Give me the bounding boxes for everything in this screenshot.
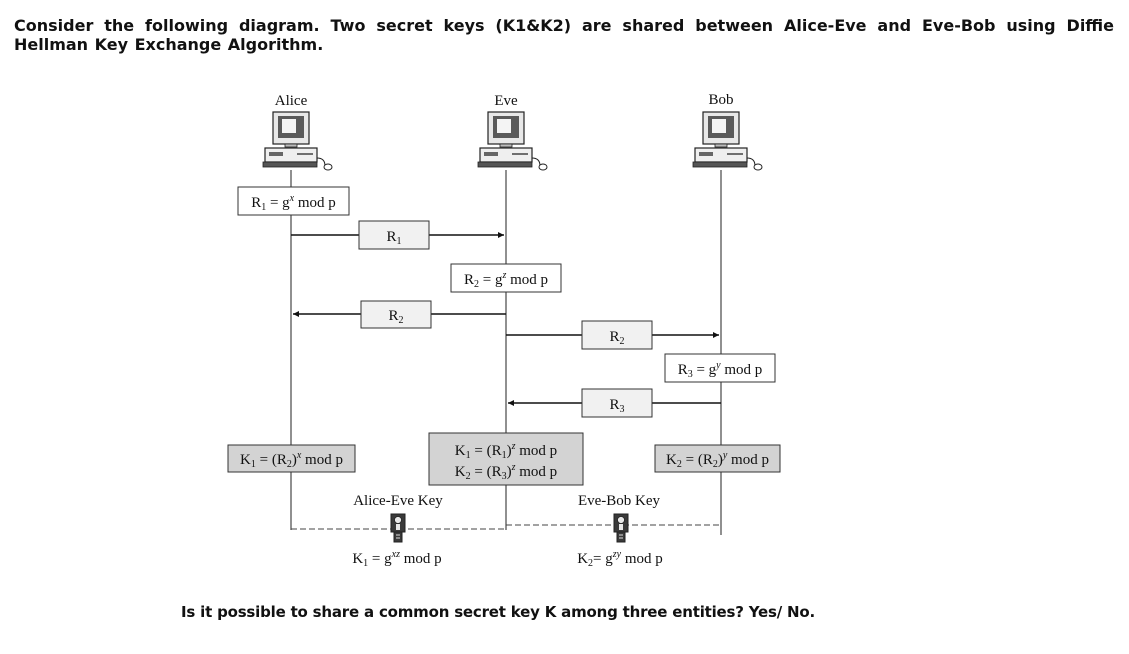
eve-keys-box <box>428 432 584 486</box>
alice-eve-key-label: Alice-Eve Key <box>353 493 443 509</box>
alice-r1-formula: R1 = gx mod p <box>251 193 336 213</box>
msg-r2-alice-box <box>360 300 432 329</box>
eve-r2-box <box>450 263 562 293</box>
msg-r1-box <box>358 220 430 250</box>
k1-formula: K1 = gxz mod p <box>352 549 441 569</box>
footer-question: Is it possible to share a common secret … <box>181 603 816 621</box>
bob-computer-icon <box>692 111 763 171</box>
bob-r3-formula: R3 = gy mod p <box>678 360 763 380</box>
bob-r3-box <box>664 353 776 383</box>
alice-label: Alice <box>275 93 308 109</box>
eve-computer-icon <box>477 111 548 171</box>
eve-bob-key-icon <box>613 513 629 543</box>
eve-k2-formula: K2 = (R3)z mod p <box>455 462 557 482</box>
alice-computer-icon <box>262 111 333 171</box>
msg-r3-label: R3 <box>609 397 624 415</box>
bob-k2-formula: K2 = (R2)y mod p <box>666 450 769 470</box>
msg-r2-bob-label: R2 <box>609 329 624 347</box>
msg-r3-box <box>581 388 653 418</box>
question-text: Consider the following diagram. Two secr… <box>14 16 1114 54</box>
eve-r2-formula: R2 = gz mod p <box>464 270 548 290</box>
msg-r1-label: R1 <box>386 229 401 247</box>
alice-k1-formula: K1 = (R2)x mod p <box>240 450 343 470</box>
alice-r1-box <box>237 186 350 216</box>
eve-bob-key-label: Eve-Bob Key <box>578 493 661 509</box>
eve-k1-formula: K1 = (R1)z mod p <box>455 441 557 461</box>
eve-label: Eve <box>494 93 518 109</box>
k2-formula: K2= gzy mod p <box>577 549 663 569</box>
msg-r2-alice-label: R2 <box>388 308 403 326</box>
alice-k1-box <box>227 444 356 473</box>
alice-eve-key-icon <box>390 513 406 543</box>
bob-label: Bob <box>708 92 733 108</box>
bob-k2-box <box>654 444 781 473</box>
msg-r2-bob-box <box>581 320 653 350</box>
